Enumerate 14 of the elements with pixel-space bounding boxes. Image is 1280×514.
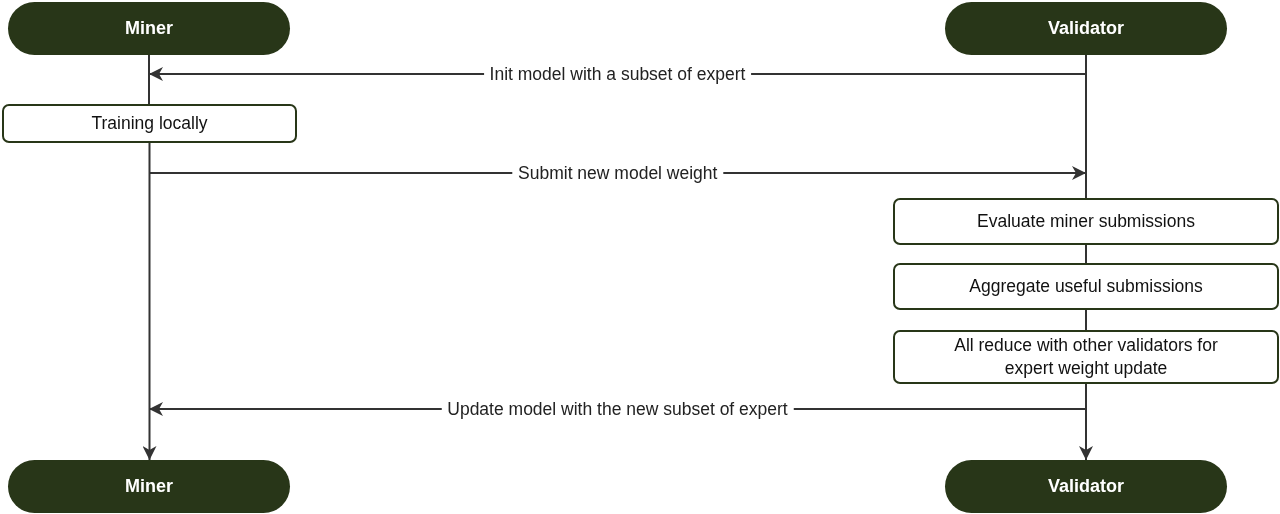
process-box: Aggregate useful submissions <box>893 263 1279 310</box>
process-box: Evaluate miner submissions <box>893 198 1279 245</box>
actor-pill: Miner <box>8 2 290 55</box>
actor-pill: Validator <box>945 460 1227 513</box>
lifeline <box>1085 309 1087 331</box>
lifeline <box>148 54 150 105</box>
lifeline <box>1085 244 1087 264</box>
process-box: Training locally <box>2 104 297 143</box>
actor-pill: Validator <box>945 2 1227 55</box>
arrow <box>142 142 157 461</box>
arrow <box>1079 383 1093 461</box>
lifeline <box>1085 54 1087 199</box>
actor-pill: Miner <box>8 460 290 513</box>
process-box: All reduce with other validators for expert weight update <box>893 330 1279 384</box>
